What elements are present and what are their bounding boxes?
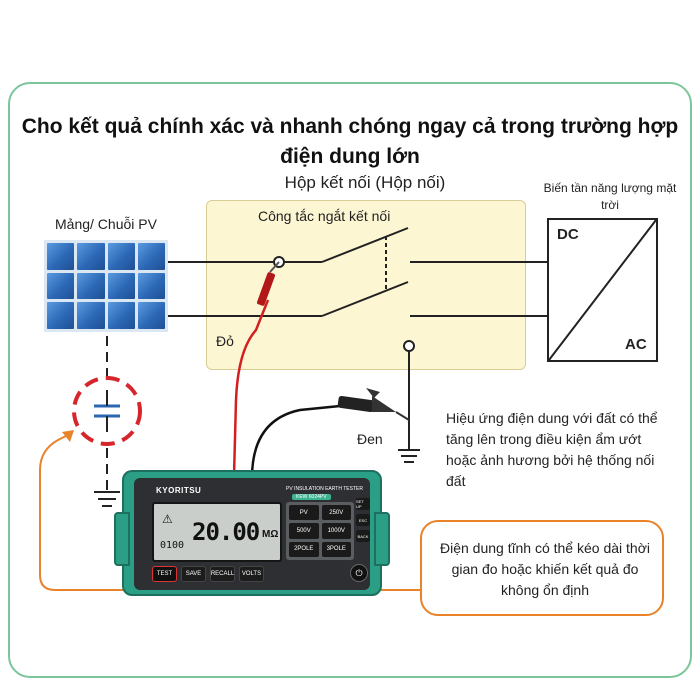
- side-buttons: SET UP ESC BACK: [356, 498, 370, 542]
- inverter-dc-label: DC: [557, 226, 579, 243]
- outer-frame: [8, 82, 692, 678]
- static-capacitance-box: [420, 520, 664, 616]
- volts-button[interactable]: VOLTS: [239, 566, 264, 582]
- junction-box: [206, 200, 526, 370]
- tester-model-title: PV INSULATION EARTH TESTER: [286, 486, 363, 492]
- warning-icon: ⚠: [162, 512, 173, 526]
- black-clip-body: [337, 395, 375, 413]
- page-title: Cho kết quả chính xác và nhanh chóng nga…: [21, 115, 679, 168]
- switch-blade-bottom: [321, 281, 409, 317]
- switch-label: Công tắc ngắt kết nối: [258, 208, 391, 224]
- insulation-tester: KYORITSU PV INSULATION EARTH TESTER KEW …: [114, 470, 390, 596]
- black-lead-label: Đen: [357, 431, 383, 447]
- range-keypad: PV 250V 500V 1000V 2POLE 3POLE: [286, 502, 354, 560]
- back-button[interactable]: BACK: [356, 530, 370, 542]
- key-2pole[interactable]: 2POLE: [289, 541, 319, 557]
- tester-handle-left: [114, 512, 130, 566]
- static-capacitance-note: Điện dung tĩnh có thể kéo dài thời gian …: [440, 540, 650, 598]
- key-250v[interactable]: 250V: [321, 505, 351, 521]
- inverter-ac-label: AC: [625, 336, 647, 353]
- terminal-earth: [403, 340, 415, 352]
- tester-reading: 20.00: [192, 518, 260, 546]
- red-probe-tip: [269, 261, 280, 273]
- switch-blade-top: [321, 227, 409, 263]
- inverter-label: Biến tần năng lượng mặt trời: [543, 181, 677, 212]
- pv-panel-icon: [44, 240, 168, 332]
- capacitance-ring: [72, 376, 142, 446]
- tester-model: KEW 6024PV: [292, 494, 331, 500]
- black-clip-tip: [395, 411, 410, 421]
- key-3pole[interactable]: 3POLE: [321, 541, 351, 557]
- key-500v[interactable]: 500V: [289, 523, 319, 539]
- key-1000v[interactable]: 1000V: [321, 523, 351, 539]
- tester-button-row: TEST SAVE RECALL VOLTS: [152, 566, 264, 582]
- power-icon[interactable]: ⏻: [350, 564, 368, 582]
- key-pv[interactable]: PV: [289, 505, 319, 521]
- esc-button[interactable]: ESC: [356, 514, 370, 526]
- red-probe: [256, 272, 276, 306]
- tester-brand: KYORITSU: [156, 486, 202, 495]
- black-clip-jaw: [372, 396, 396, 412]
- annotation-arrowhead: [62, 430, 74, 442]
- black-clip-lever: [366, 388, 380, 398]
- tester-handle-right: [374, 512, 390, 566]
- save-button[interactable]: SAVE: [181, 566, 206, 582]
- pv-array-label: Mảng/ Chuỗi PV: [55, 216, 157, 232]
- inverter-diagonal: [548, 219, 657, 361]
- tester-unit: MΩ: [262, 529, 279, 540]
- red-lead-label: Đỏ: [216, 333, 234, 349]
- test-button[interactable]: TEST: [152, 566, 177, 582]
- earth-effect-note: Hiệu ứng điện dung với đất có thể tăng l…: [446, 410, 658, 489]
- junction-box-label: Hộp kết nối (Hộp nối): [284, 173, 446, 192]
- red-lead-wire: [232, 299, 270, 477]
- black-lead-wire: [250, 404, 341, 479]
- tester-display: ⚠ 20.00 MΩ 0100: [152, 502, 282, 562]
- tester-panel: KYORITSU PV INSULATION EARTH TESTER KEW …: [134, 478, 370, 590]
- setup-button[interactable]: SET UP: [356, 498, 370, 510]
- tester-sub-reading: 0100: [160, 540, 185, 551]
- annotation-arrow-line: [39, 433, 420, 591]
- recall-button[interactable]: RECALL: [210, 566, 235, 582]
